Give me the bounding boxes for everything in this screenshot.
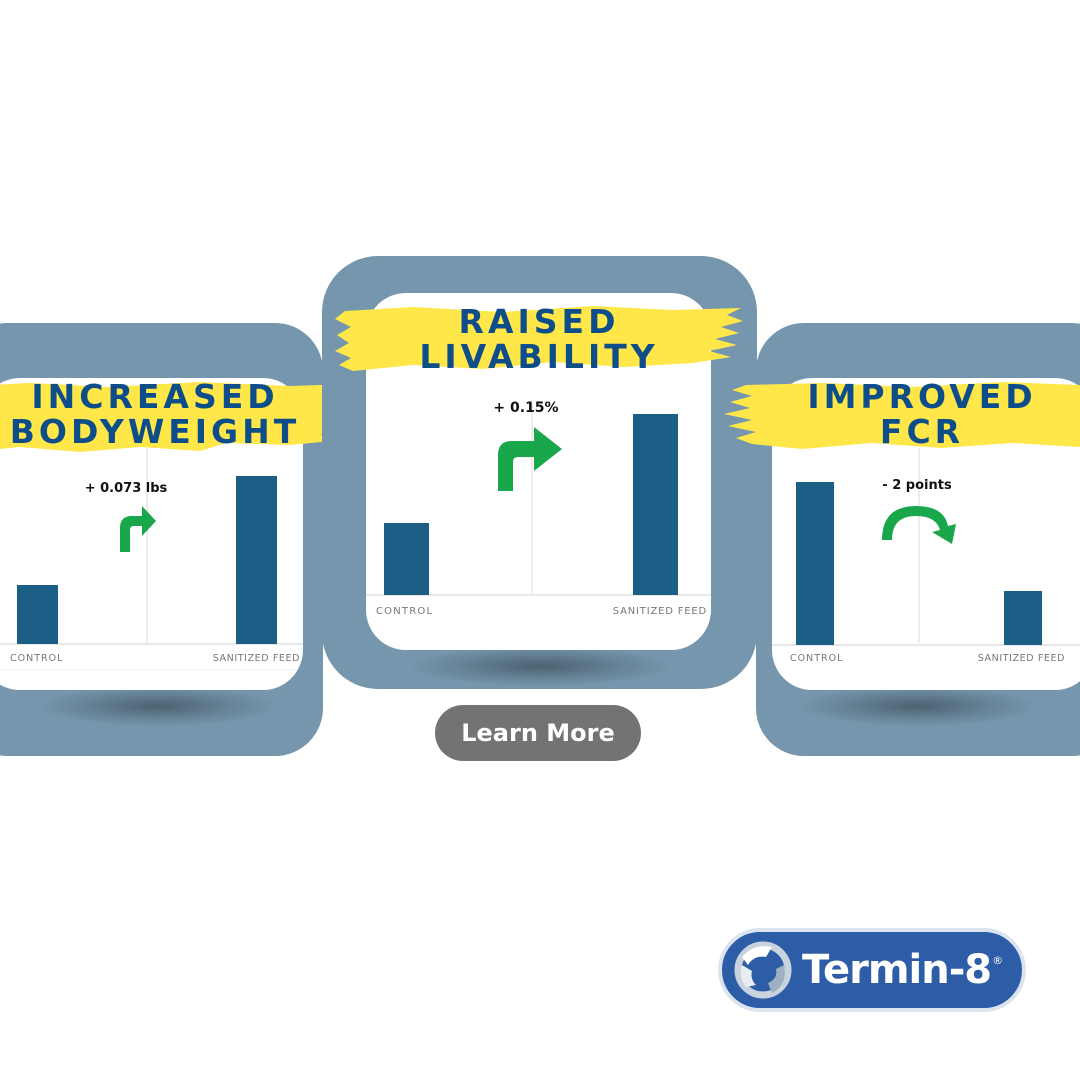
sanitized-feed-label: SANITIZED FEED <box>978 653 1065 664</box>
control-bar <box>17 585 58 644</box>
left-chart: + 0.073 lbs CONTROL SANITIZED FEED <box>0 448 303 671</box>
delta-label: - 2 points <box>882 478 952 493</box>
left-card-shadow <box>40 686 275 726</box>
control-label: CONTROL <box>376 606 433 617</box>
sanitized-feed-bar <box>236 476 277 644</box>
termin8-ring-icon <box>734 941 792 999</box>
right-headline-line2: FCR <box>879 411 965 451</box>
center-headline-brush <box>335 306 743 371</box>
right-headline-line1: IMPROVED <box>807 377 1037 416</box>
left-headline-line2: BODYWEIGHT <box>9 411 301 451</box>
logo-wordmark: Termin-8 <box>802 947 992 993</box>
center-headline: RAISED LIVABILITY <box>335 302 743 376</box>
right-card-shadow <box>800 686 1035 726</box>
control-bar <box>384 523 429 595</box>
center-chart: + 0.15% CONTROL SANITIZED FEED <box>366 400 711 617</box>
curved-arrow-up-right-icon <box>498 427 562 491</box>
control-label: CONTROL <box>790 653 843 664</box>
sanitized-feed-label: SANITIZED FEED <box>613 606 707 617</box>
logo-registered-mark: ® <box>992 953 1004 967</box>
right-chart: - 2 points CONTROL SANITIZED FEED <box>772 448 1080 664</box>
left-headline: INCREASED BODYWEIGHT <box>0 377 310 451</box>
left-headline-brush <box>0 382 360 452</box>
sanitized-feed-bar <box>1004 591 1042 645</box>
termin8-logo: Termin-8 ® <box>718 928 1026 1012</box>
right-headline-brush <box>724 382 1080 449</box>
center-card-shadow <box>410 646 670 686</box>
control-bar <box>796 482 834 645</box>
curved-arrow-up-right-icon <box>120 506 156 552</box>
right-headline: IMPROVED FCR <box>790 377 1054 451</box>
center-headline-line1: RAISED <box>458 302 620 341</box>
curved-arrow-down-right-icon <box>882 506 956 544</box>
delta-label: + 0.15% <box>493 400 558 416</box>
sanitized-feed-bar <box>633 414 678 595</box>
delta-label: + 0.073 lbs <box>85 481 168 496</box>
learn-more-button[interactable]: Learn More <box>435 705 641 761</box>
sanitized-feed-label: SANITIZED FEED <box>213 653 300 664</box>
control-label: CONTROL <box>10 653 63 664</box>
center-headline-line2: LIVABILITY <box>419 336 659 376</box>
left-headline-line1: INCREASED <box>31 377 279 416</box>
